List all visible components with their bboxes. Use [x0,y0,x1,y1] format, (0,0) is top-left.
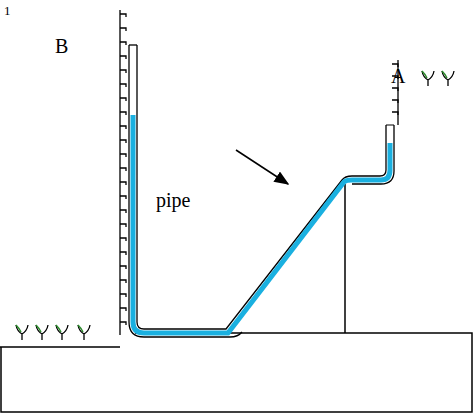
scale-tick [120,154,126,157]
scale-tick [120,266,126,269]
leader-arrow [236,150,288,184]
scale-tick [120,28,126,31]
scale-tick [120,70,126,73]
scale-tick [120,126,126,129]
scale-tick [120,210,126,213]
scale-tick [120,196,126,199]
scale-tick [392,88,398,91]
scale-tick [120,168,126,171]
scale-tick [120,14,126,17]
scale-tick [120,56,126,59]
scale-tick [120,224,126,227]
water [133,115,390,333]
scale-tick [120,252,126,255]
scale-tick [120,42,126,45]
ground [0,333,472,412]
tube-label: B [55,36,68,56]
support [344,184,346,333]
scale-tick [120,98,126,101]
plants [16,71,454,340]
scale-tick [120,280,126,283]
scale [120,10,398,335]
scale-tick [120,294,126,297]
part-label: pipe [156,190,190,210]
scale-tick [120,182,126,185]
scale-tick [120,308,126,311]
scale-tick [120,84,126,87]
scale-tick [120,238,126,241]
scale-tick [120,112,126,115]
scale-tick [392,112,398,115]
tube-label: A [391,66,405,86]
scale-tick [120,322,126,325]
scale-tick [120,140,126,143]
figure-number: 1 [4,4,11,17]
scale-tick [392,100,398,103]
